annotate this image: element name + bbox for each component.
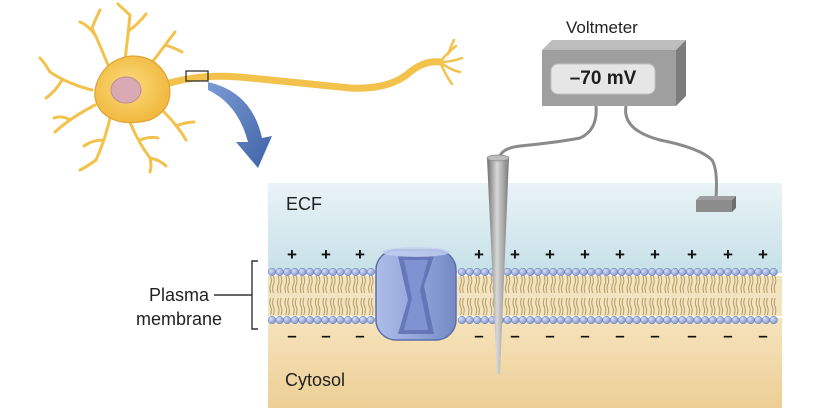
negative-charge: – <box>321 326 331 345</box>
negative-charge: – <box>545 326 555 345</box>
positive-charge: + <box>650 245 660 264</box>
plasma-membrane-label: Plasma membrane <box>136 283 222 331</box>
cytosol-region <box>268 318 782 408</box>
reference-electrode <box>696 196 736 212</box>
ecf-region <box>268 183 782 273</box>
membrane-bracket <box>214 260 258 330</box>
negative-charge: – <box>474 326 484 345</box>
positive-charge: + <box>758 245 768 264</box>
negative-charge: – <box>580 326 590 345</box>
negative-charge: – <box>687 326 697 345</box>
positive-charge: + <box>545 245 555 264</box>
positive-charge: + <box>355 245 365 264</box>
phospholipid-heads <box>267 267 778 325</box>
zoom-arrow <box>208 82 272 168</box>
positive-charge: + <box>687 245 697 264</box>
voltmeter-label: Voltmeter <box>566 18 638 37</box>
negative-charge: – <box>650 326 660 345</box>
positive-charge: + <box>474 245 484 264</box>
voltmeter-reading: –70 mV <box>569 68 637 89</box>
positive-charge: + <box>287 245 297 264</box>
voltmeter-wires <box>498 105 718 199</box>
negative-charge: – <box>615 326 625 345</box>
plasma-membrane <box>267 267 782 325</box>
negative-charge: – <box>758 326 768 345</box>
ecf-label: ECF <box>286 194 322 214</box>
plasma-membrane-label-line2: membrane <box>136 309 223 329</box>
zoom-box <box>185 70 209 82</box>
cytosol-label: Cytosol <box>285 370 346 390</box>
positive-charge: + <box>510 245 520 264</box>
negative-charge: – <box>723 326 733 345</box>
positive-charge: + <box>723 245 733 264</box>
negative-charge: – <box>510 326 520 345</box>
channel-protein <box>375 247 457 341</box>
neuron <box>38 2 464 174</box>
plasma-membrane-label-line1: Plasma <box>149 285 210 305</box>
positive-charge: + <box>580 245 590 264</box>
positive-charge: + <box>615 245 625 264</box>
negative-charge: – <box>287 326 297 345</box>
lipid-tails <box>269 275 777 316</box>
positive-charge: + <box>321 245 331 264</box>
negative-charge: – <box>355 326 365 345</box>
voltmeter <box>542 40 686 106</box>
recording-microelectrode <box>486 154 510 374</box>
